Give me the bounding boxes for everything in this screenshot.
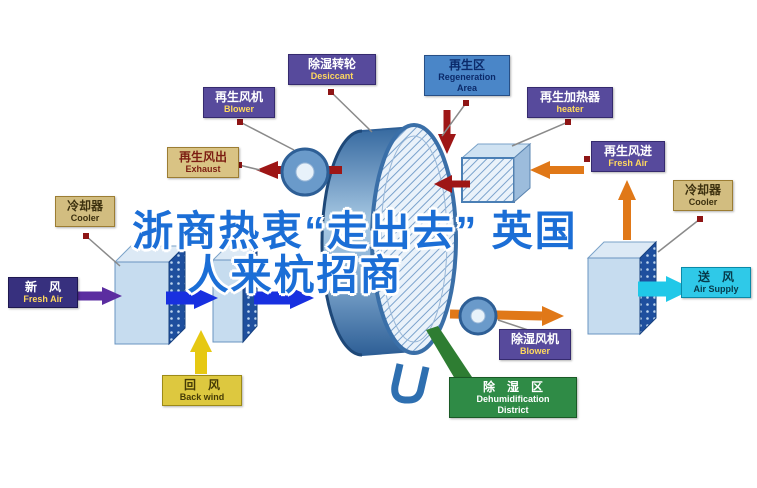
- label-desiccant: 除湿转轮 Desiccant: [288, 54, 376, 85]
- arrow-process-blue-2: [254, 287, 314, 309]
- label-regen-heater-en: heater: [556, 104, 584, 115]
- label-cooler-right-en: Cooler: [688, 197, 718, 208]
- desiccant-rotor: [320, 123, 458, 357]
- label-dehumid-blower-zh: 除湿风机: [510, 332, 559, 346]
- label-regen-fresh-air-en: Fresh Air: [608, 158, 648, 169]
- headline-line1: 浙商热衷“走出去” 英国: [132, 208, 578, 254]
- label-cooler-right: 冷却器 Cooler: [673, 180, 733, 211]
- label-dehumid-district: 除 湿 区 Dehumidification District: [449, 377, 577, 419]
- label-fresh-air-zh: 新 风: [24, 280, 61, 294]
- label-regen-fresh-air: 再生风进 Fresh Air: [591, 141, 665, 172]
- arrow-process-blue-1: [166, 287, 218, 309]
- label-dehumid-blower-en: Blower: [519, 346, 550, 357]
- label-regen-blower: 再生风机 Blower: [203, 87, 275, 118]
- label-cooler-left-zh: 冷却器: [66, 199, 103, 213]
- arrow-regen-orange-left: [530, 161, 584, 179]
- label-back-wind: 回 风 Back wind: [162, 375, 242, 406]
- label-air-supply-en: Air Supply: [693, 284, 739, 295]
- arrow-fresh-air-purple: [76, 287, 122, 305]
- arrow-air-supply-cyan: [638, 276, 693, 302]
- label-exhaust-zh: 再生风出: [178, 150, 227, 164]
- label-regen-heater: 再生加热器 heater: [527, 87, 613, 118]
- label-back-wind-en: Back wind: [179, 392, 225, 403]
- label-fresh-air: 新 风 Fresh Air: [8, 277, 78, 308]
- air-unit-left: [113, 244, 187, 346]
- label-air-supply-zh: 送 风: [697, 270, 734, 284]
- regen-blower-fan-icon: [280, 147, 330, 197]
- arrow-back-wind-yellow: [190, 330, 212, 374]
- label-exhaust: 再生风出 Exhaust: [167, 147, 239, 178]
- headline-line2: 人来杭招商: [187, 252, 403, 298]
- label-regen-heater-zh: 再生加热器: [539, 90, 600, 104]
- label-desiccant-zh: 除湿转轮: [307, 57, 356, 71]
- label-air-supply: 送 风 Air Supply: [681, 267, 751, 298]
- label-regen-blower-zh: 再生风机: [214, 90, 263, 104]
- label-desiccant-en: Desiccant: [310, 71, 354, 82]
- label-cooler-left: 冷却器 Cooler: [55, 196, 115, 227]
- label-regen-area-zh: 再生区: [448, 58, 485, 72]
- duct-u-piece: [391, 363, 430, 404]
- label-dehumid-district-en1: Dehumidification: [476, 394, 550, 405]
- label-exhaust-en: Exhaust: [185, 164, 221, 175]
- label-fresh-air-en: Fresh Air: [23, 294, 63, 305]
- regen-heater-unit: [460, 142, 532, 204]
- label-regen-area-en: Regeneration Area: [438, 72, 496, 93]
- label-regen-blower-en: Blower: [223, 104, 254, 115]
- arrow-regen-orange-up: [618, 180, 636, 240]
- label-regen-area: 再生区 Regeneration Area: [424, 55, 510, 97]
- arrow-regen-red-into-rotor: [434, 175, 470, 193]
- label-dehumid-blower: 除湿风机 Blower: [499, 329, 571, 360]
- label-cooler-right-zh: 冷却器: [684, 183, 721, 197]
- air-unit-middle: [211, 244, 259, 344]
- dehumid-blower-fan-icon: [458, 296, 498, 336]
- label-dehumid-district-zh: 除 湿 区: [482, 380, 543, 394]
- label-cooler-left-en: Cooler: [70, 213, 100, 224]
- label-dehumid-district-en2: District: [497, 404, 529, 415]
- label-back-wind-zh: 回 风: [183, 378, 220, 392]
- label-regen-fresh-air-zh: 再生风进: [603, 144, 652, 158]
- dehumid-district-pointer: [426, 326, 474, 384]
